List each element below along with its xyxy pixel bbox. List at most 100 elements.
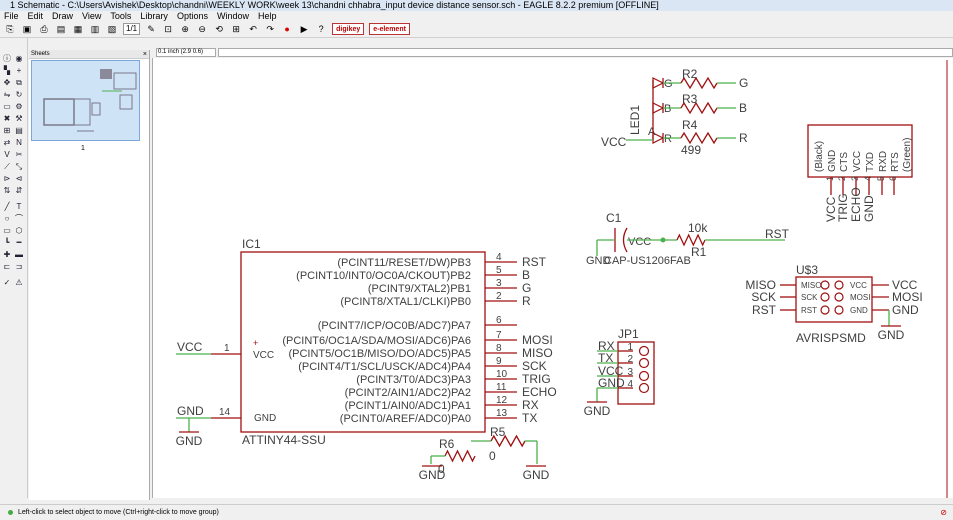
library-icon[interactable]: ▥ <box>90 24 100 34</box>
wrench-icon[interactable]: ⚒ <box>15 114 23 123</box>
move-icon[interactable]: ✥ <box>3 78 11 87</box>
zoom-fit-icon[interactable]: ⊡ <box>164 24 172 34</box>
line-icon[interactable]: ╱ <box>4 202 10 211</box>
net-label: TX <box>522 411 537 425</box>
help-icon[interactable]: ? <box>318 24 324 34</box>
gnd-symbol: GND <box>176 434 203 448</box>
gnd-net-label: GND <box>177 404 204 418</box>
sheet-select[interactable]: 1/1 <box>123 23 141 35</box>
erc-icon[interactable]: ✓ <box>3 278 11 287</box>
zoom-out-icon[interactable]: ⊖ <box>198 24 206 34</box>
sheets-panel: Sheets × 1 <box>29 50 150 500</box>
undo-icon[interactable]: ↶ <box>249 24 257 34</box>
paste-icon[interactable]: ▤ <box>15 126 23 135</box>
net-icon[interactable]: ━ <box>16 238 22 247</box>
errors-icon[interactable]: ⚠ <box>15 278 23 287</box>
jp1-pad <box>638 357 650 369</box>
ftdi-pin-label: VCC <box>852 151 863 172</box>
net-label: GND <box>892 303 919 317</box>
smash-icon[interactable]: ✂ <box>15 150 23 159</box>
net-label: ECHO <box>849 187 863 222</box>
zoom-select-icon[interactable]: ⊞ <box>232 24 240 34</box>
menu-help[interactable]: Help <box>257 11 277 21</box>
display-icon[interactable]: ▚ <box>3 66 11 75</box>
add-icon[interactable]: ⊞ <box>3 126 11 135</box>
jp1-gnd-symbol: GND <box>584 404 611 418</box>
delete-icon[interactable]: ✖ <box>3 114 11 123</box>
menu-draw[interactable]: Draw <box>52 11 74 21</box>
info-icon[interactable]: ⓘ <box>3 54 11 63</box>
sheet-number: 1 <box>81 145 85 152</box>
junction-icon[interactable]: ✚ <box>3 250 11 259</box>
replace-icon[interactable]: ⇄ <box>3 138 11 147</box>
menu-file[interactable]: File <box>4 11 19 21</box>
sheets-title: Sheets <box>31 51 50 57</box>
zoom-redraw-icon[interactable]: ⟲ <box>215 24 223 34</box>
stop-icon[interactable]: ● <box>284 24 290 34</box>
group-icon[interactable]: ▭ <box>3 102 11 111</box>
mark-icon[interactable]: + <box>16 66 22 75</box>
menu-options[interactable]: Options <box>176 11 208 21</box>
value-icon[interactable]: V <box>4 150 10 159</box>
digikey-logo[interactable]: digikey <box>332 23 365 35</box>
element14-logo[interactable]: e-element <box>369 23 410 35</box>
change-icon[interactable]: ⚙ <box>15 102 23 111</box>
pinswap-icon[interactable]: ⇅ <box>3 186 11 195</box>
net-label: SCK <box>522 359 547 373</box>
c1-plate-curved <box>622 227 628 253</box>
ic1-pin-label: (PCINT3/T0/ADC3)PA3 <box>356 374 471 386</box>
name-icon[interactable]: N <box>16 138 22 147</box>
split-icon[interactable]: ⤡ <box>15 162 23 171</box>
open-icon[interactable]: ⎘ <box>6 24 14 34</box>
ic1-pin-number: 11 <box>496 382 507 393</box>
ulp-icon[interactable]: ▧ <box>107 24 117 34</box>
label-icon[interactable]: ▬ <box>15 250 23 259</box>
save-icon[interactable]: ▣ <box>22 24 32 34</box>
zoom-in-icon[interactable]: ⊕ <box>181 24 189 34</box>
menu-tools[interactable]: Tools <box>110 11 132 21</box>
show-icon[interactable]: ◉ <box>15 54 23 63</box>
print-icon[interactable]: ⎙ <box>40 24 48 34</box>
miter-icon[interactable]: ⟋ <box>4 162 10 171</box>
ftdi-pin-label: (Green) <box>902 138 913 172</box>
close-icon[interactable]: × <box>142 51 147 58</box>
go-icon[interactable]: ▶ <box>300 24 308 34</box>
circle-icon[interactable]: ○ <box>4 214 10 223</box>
gateswap-icon[interactable]: ⇵ <box>15 186 23 195</box>
use-icon[interactable]: ✎ <box>147 24 155 34</box>
invoke-icon[interactable]: ⊳ <box>3 174 11 183</box>
menu-library[interactable]: Library <box>140 11 168 21</box>
redo-icon[interactable]: ↷ <box>266 24 274 34</box>
resistor <box>680 76 718 90</box>
rect-icon[interactable]: ▭ <box>3 226 11 235</box>
copy-icon[interactable]: ⧉ <box>16 78 22 87</box>
polygon-icon[interactable]: ⬡ <box>15 226 23 235</box>
text-icon[interactable]: T <box>16 202 22 211</box>
u3-pin-label: VCC <box>850 281 867 290</box>
dimension-icon[interactable]: ⊐ <box>15 262 23 271</box>
board-icon[interactable]: ▦ <box>73 24 83 34</box>
sheets-header: Sheets × <box>29 50 149 59</box>
attribute-icon[interactable]: ⊏ <box>3 262 11 271</box>
sheet-thumbnail[interactable] <box>31 60 140 141</box>
net-label: MISO <box>522 346 553 360</box>
mirror-icon[interactable]: ⇋ <box>3 90 11 99</box>
command-input[interactable] <box>218 48 953 57</box>
menu-bar: File Edit Draw View Tools Library Option… <box>0 11 953 21</box>
ftdi-pin-label: (Black) <box>814 141 825 172</box>
bus-icon[interactable]: ┗ <box>4 238 10 247</box>
arc-icon[interactable]: ⌒ <box>15 214 23 223</box>
rotate-icon[interactable]: ↻ <box>15 90 23 99</box>
ic1-pin-label: (PCINT11/RESET/DW)PB3 <box>337 257 471 269</box>
jp1-pad <box>638 345 650 357</box>
menu-edit[interactable]: Edit <box>27 11 44 21</box>
cam-icon[interactable]: ▤ <box>56 24 66 34</box>
menu-view[interactable]: View <box>82 11 102 21</box>
ftdi-body <box>807 124 913 178</box>
gate-icon[interactable]: ⊲ <box>15 174 23 183</box>
stop-status-icon[interactable]: ⊘ <box>940 508 947 517</box>
menu-window[interactable]: Window <box>216 11 249 21</box>
ic1-pin-label: (PCINT0/AREF/ADC0)PA0 <box>340 413 471 425</box>
